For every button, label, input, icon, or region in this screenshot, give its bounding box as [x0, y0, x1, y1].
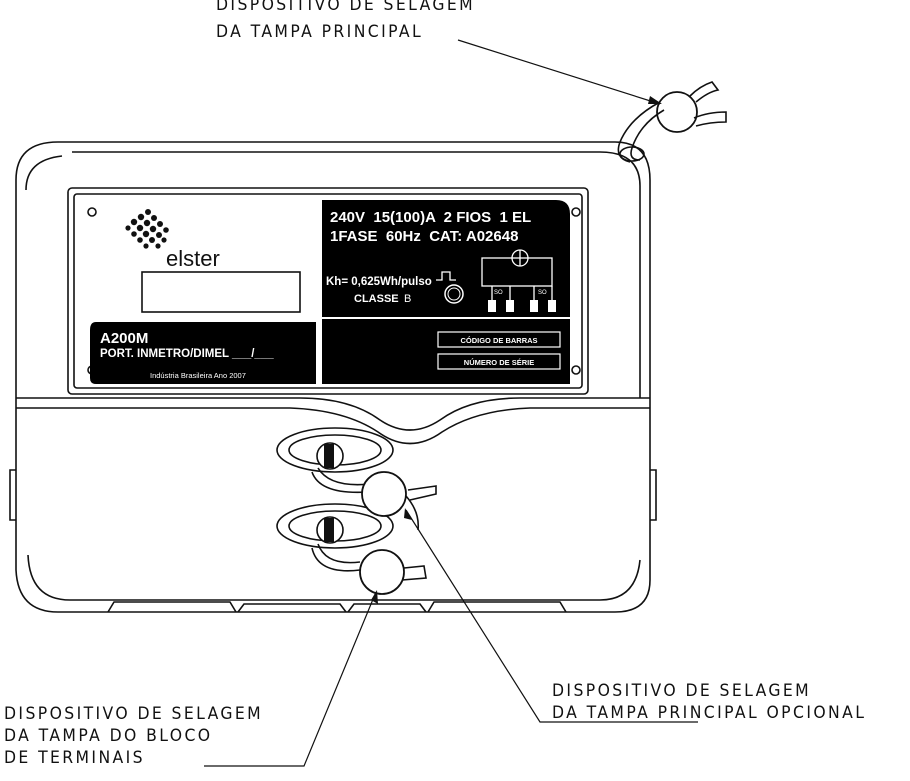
- serial-label: NÚMERO DE SÉRIE: [464, 358, 534, 367]
- wiring-diagram-icon: [481, 249, 553, 300]
- terminal-symbol-2: SO: [538, 290, 547, 296]
- callout-top-seal-line-2: DA TAMPA PRINCIPAL: [216, 22, 424, 42]
- screw-slot-upper: [276, 427, 394, 473]
- spec-plate: [322, 200, 570, 384]
- callout-optional-seal-line-2: DA TAMPA PRINCIPAL OPCIONAL: [552, 703, 867, 723]
- model-name: A200M: [100, 330, 148, 347]
- seal-icon: [359, 91, 698, 595]
- callout-optional-seal: DISPOSITIVO DE SELAGEM DA TAMPA PRINCIPA…: [552, 680, 866, 724]
- model-plate: [90, 322, 316, 384]
- classe-value: B: [404, 293, 411, 305]
- pulse-icon: [436, 271, 456, 281]
- display-window: [141, 271, 301, 313]
- spec-line-1: 240V 15(100)A 2 FIOS 1 EL: [330, 209, 531, 226]
- callout-terminal-seal-line-1: DISPOSITIVO DE SELAGEM: [4, 704, 264, 724]
- industry-text: Indústria Brasileira Ano 2007: [150, 371, 246, 380]
- portaria-text: PORT. INMETRO/DIMEL ___/___: [100, 348, 274, 360]
- callout-optional-seal-line-1: DISPOSITIVO DE SELAGEM: [552, 681, 812, 701]
- cover-wave: [16, 397, 650, 431]
- meter-body-outline: [15, 141, 651, 613]
- kh-constant: Kh= 0,625Wh/pulso: [326, 276, 432, 288]
- barcode-label: CÓDIGO DE BARRAS: [460, 336, 537, 345]
- brand-name: elster: [166, 246, 220, 271]
- led-icon: [444, 284, 464, 304]
- callout-terminal-seal: DISPOSITIVO DE SELAGEM DA TAMPA DO BLOCO…: [4, 703, 263, 769]
- callout-top-seal: DISPOSITIVO DE SELAGEM DA TAMPA PRINCIPA…: [216, 0, 475, 43]
- spec-line-2: 1FASE 60Hz CAT: A02648: [330, 228, 518, 245]
- callout-terminal-seal-line-3: DE TERMINAIS: [4, 748, 145, 768]
- terminal-symbol-1: SO: [494, 290, 503, 296]
- callout-top-seal-line-1: DISPOSITIVO DE SELAGEM: [216, 0, 476, 15]
- screw-slot-lower: [276, 503, 394, 549]
- brand-logo-icon: [125, 209, 169, 249]
- classe-label: CLASSE: [354, 293, 399, 305]
- callout-terminal-seal-line-2: DA TAMPA DO BLOCO: [4, 726, 213, 746]
